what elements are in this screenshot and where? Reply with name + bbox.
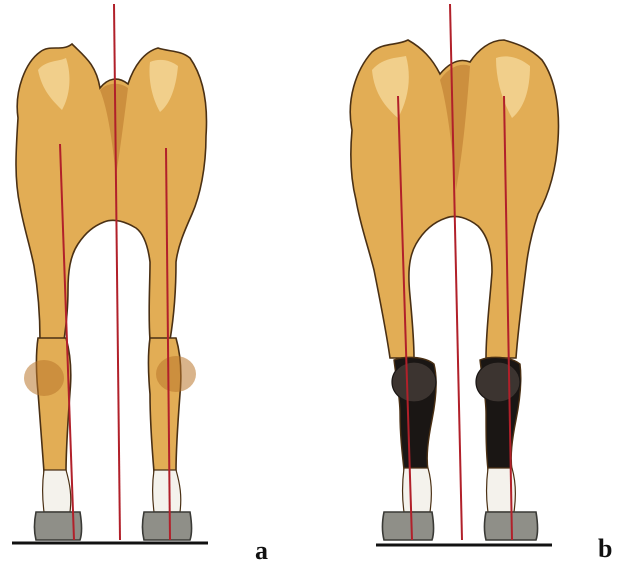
panel-a-left-cannon <box>37 338 71 472</box>
panel-b <box>350 4 558 545</box>
panel-a-right-hoof <box>143 512 192 540</box>
panel-a-left-pastern <box>43 470 71 512</box>
panel-b-left-hock <box>392 362 436 402</box>
panel-a-right-hock <box>156 356 196 392</box>
panel-a <box>12 4 208 543</box>
panel-label-a: a <box>255 538 268 564</box>
panel-b-right-hock <box>476 362 520 402</box>
panel-a-right-pastern <box>153 470 181 512</box>
panel-a-left-hock <box>24 360 64 396</box>
panel-label-b: b <box>598 536 612 562</box>
panel-b-left-hoof <box>383 512 434 540</box>
panel-b-left-pastern <box>403 468 432 512</box>
